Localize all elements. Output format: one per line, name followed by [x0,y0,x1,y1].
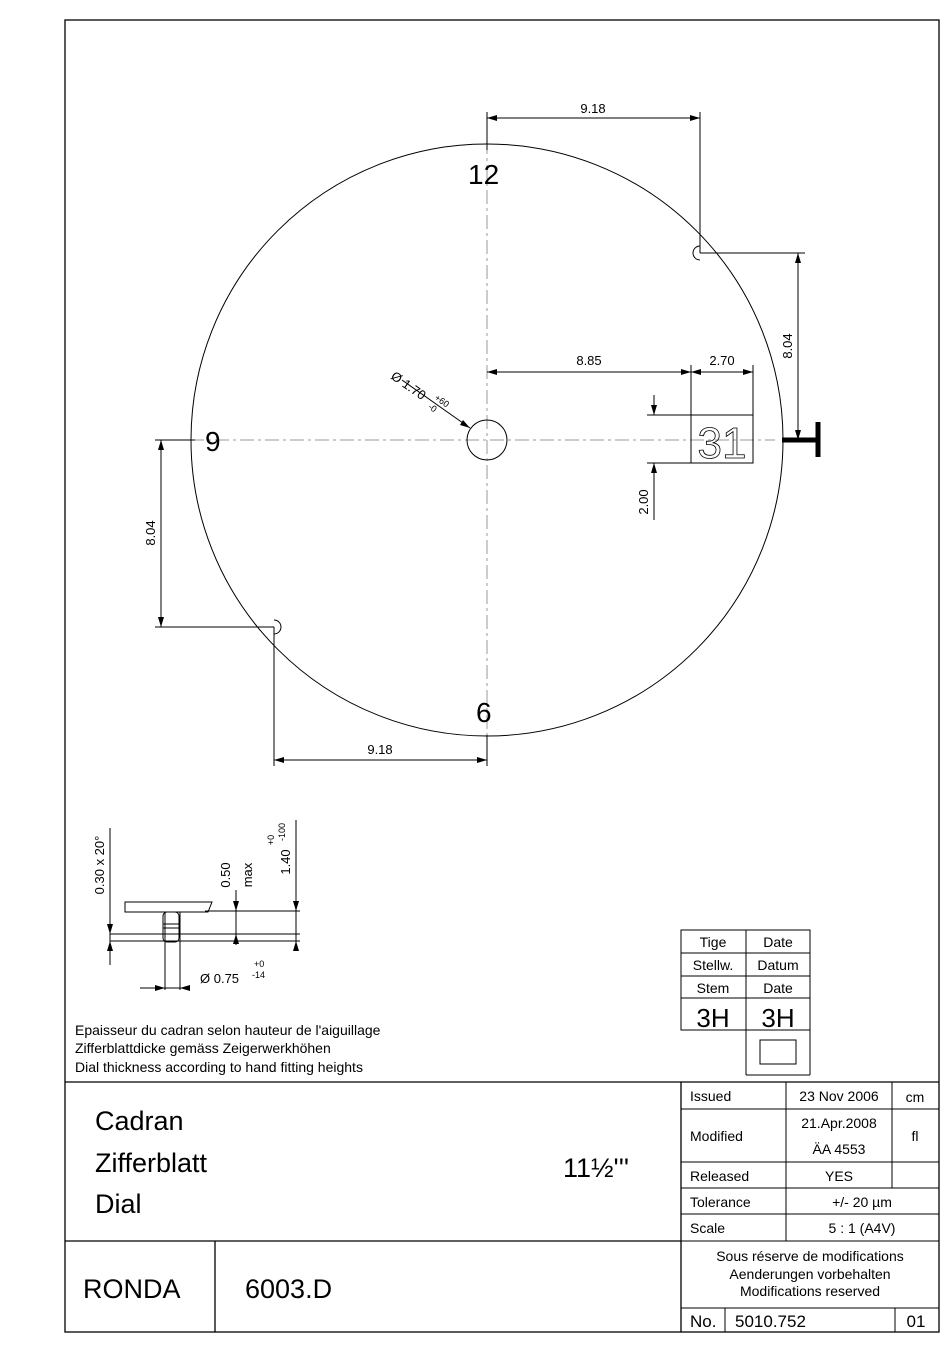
part-name-english: Dial [95,1189,142,1219]
stem-position-value: 3H [696,1003,729,1033]
dim-left-value: 8.04 [143,520,158,545]
arrow-bottom-right [477,757,487,763]
caliber-size: 11½''' [563,1153,629,1183]
chamfer-value: 0.30 x 20° [92,836,107,895]
arrow-width-left [691,369,701,375]
foot-mark-top-right [692,245,701,261]
released-value: YES [825,1168,853,1184]
dim-top-value: 9.18 [580,101,605,116]
foot-mark-bottom-left [273,619,282,635]
modified-label: Modified [690,1128,743,1144]
hour-9-label: 9 [205,426,221,457]
foot-detail: Ø 0.75 +0 -14 0.30 x 20° 0.50 max 1.40 +… [92,820,300,991]
modified-date: 21.Apr.2008 [801,1115,877,1131]
foot-dia-tol-plus: +0 [254,959,264,969]
height-tol-minus: -100 [277,823,287,841]
arrow-offset-left [487,369,497,375]
dim-bottom-value: 9.18 [367,742,392,757]
brand-name: RONDA [83,1274,181,1304]
height-tol-plus: +0 [266,835,276,845]
arrow-hole [460,420,470,428]
number-label: No. [690,1312,716,1331]
modified-by: fl [912,1128,919,1144]
issued-by: cm [906,1089,925,1105]
stem-english: Stem [697,980,730,996]
model-number: 6003.D [245,1274,332,1304]
reserve-french: Sous réserve de modifications [716,1248,904,1264]
stem-date-table: Tige Date Stellw. Datum Stem Date 3H 3H [680,929,811,1076]
title-block: Cadran Zifferblatt Dial 11½''' RONDA 600… [65,1081,939,1332]
issued-label: Issued [690,1088,731,1104]
reserve-german: Aenderungen vorbehalten [729,1266,890,1282]
released-label: Released [690,1168,749,1184]
date-header: Date [763,934,793,950]
dim-hole-value: Ø 1.70 [388,368,429,403]
arrow-right-top [795,253,801,263]
dial-foot [162,911,180,943]
part-name-german: Zifferblatt [95,1148,208,1178]
date-position-value: 3H [761,1003,794,1033]
drawing-number: 5010.752 [735,1312,806,1331]
arrow-offset-right [681,369,691,375]
arrow-top-right [690,115,700,121]
tolerance-label: Tolerance [690,1194,751,1210]
dial-plate-section [124,901,213,913]
height-value: 1.40 [278,849,293,874]
arrow-width-right [743,369,753,375]
dim-right-value: 8.04 [780,333,795,358]
scale-label: Scale [690,1220,725,1236]
arrow-left-top [158,440,164,450]
sheet-frame [64,19,940,1333]
dim-window-width-value: 2.70 [709,353,734,368]
arrow-left-bottom [158,617,164,627]
date-window [690,414,754,464]
hour-12-label: 12 [468,159,499,190]
arrow-height-bottom [651,463,657,473]
dim-window-offset-value: 8.85 [576,353,601,368]
arrow-height-top [651,405,657,415]
hour-6-label: 6 [476,697,492,728]
stem-header: Tige [700,934,727,950]
revision: 01 [907,1312,926,1331]
date-symbol-box [759,1039,797,1065]
date-window-digits: 31 [698,419,747,468]
note-english: Dial thickness according to hand fitting… [75,1059,363,1075]
foot-dia-tol-minus: -14 [252,970,265,980]
arrow-bottom-left [274,757,284,763]
hole-leader [401,379,471,429]
foot-dia-value: Ø 0.75 [200,971,239,986]
part-name-french: Cadran [95,1106,184,1136]
issued-date: 23 Nov 2006 [799,1088,879,1104]
scale-value: 5 : 1 (A4V) [829,1220,896,1236]
arrow-right-bottom [795,430,801,440]
dim-window-height-value: 2.00 [636,489,651,514]
tolerance-value: +/- 20 µm [832,1194,892,1210]
gap-note: max [240,862,255,887]
modified-ref: ÄA 4553 [813,1141,866,1157]
center-hole [466,419,508,461]
note-german: Zifferblattdicke gemäss Zeigerwerkhöhen [75,1040,331,1056]
stem-german: Stellw. [693,957,733,973]
reserve-english: Modifications reserved [740,1283,880,1299]
date-german: Datum [757,957,798,973]
arrow-top-left [487,115,497,121]
date-english: Date [763,980,793,996]
note-french: Epaisseur du cadran selon hauteur de l'a… [75,1022,381,1038]
gap-value: 0.50 [218,862,233,887]
